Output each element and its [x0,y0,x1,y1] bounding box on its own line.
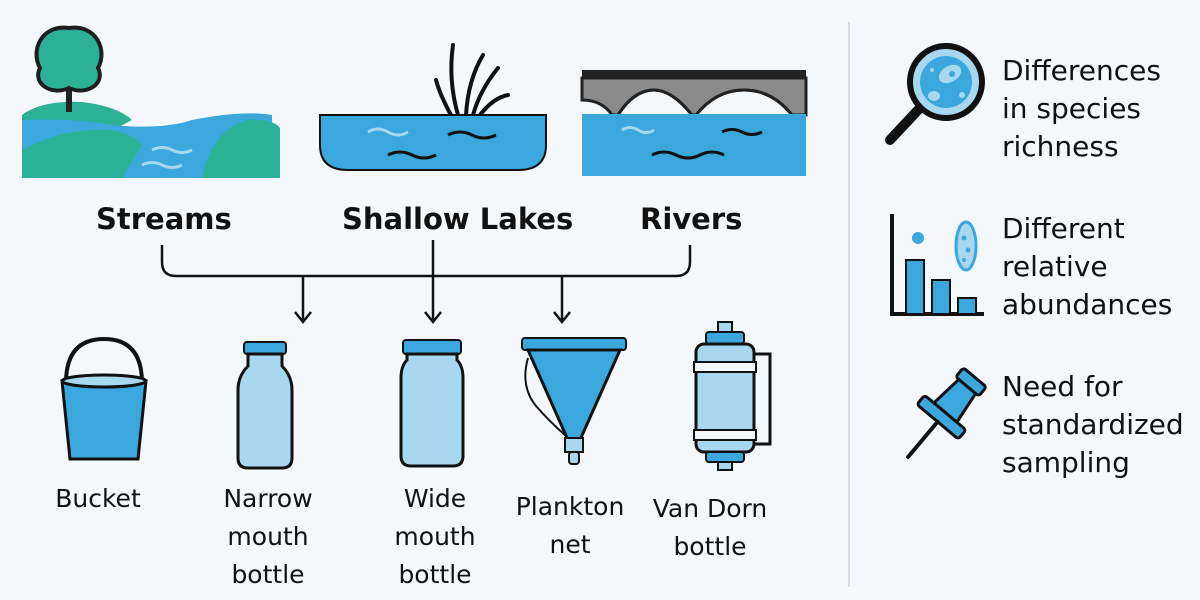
connector-line [160,245,692,278]
connector-arrow [553,276,571,325]
connector-arrow [424,276,442,325]
van-dorn-bottle-icon [693,321,772,471]
tool-label-bucket: Bucket [55,484,141,513]
env-label-shallow-lakes: Shallow Lakes [336,202,580,236]
narrow-mouth-bottle-icon [236,341,294,470]
bridge-icon [580,70,808,117]
pushpin-icon [906,367,987,460]
vertical-divider [848,22,850,587]
stream-illustration [22,25,280,178]
tool-label-plankton-net: Plankton net [515,492,625,559]
env-label-rivers: Rivers [634,202,749,236]
river-bridge-illustration [580,70,808,176]
magnifier-icon [885,43,985,145]
tree-icon [34,25,104,112]
lake-illustration [319,43,547,171]
tool-label-narrow-mouth-bottle: Narrow mouth bottle [223,484,313,589]
wide-mouth-bottle-icon [399,339,465,468]
bar-chart-icon [890,214,984,316]
issue-label-standardized-sampling: Need for standardized sampling [1002,370,1184,479]
tool-label-wide-mouth-bottle: Wide mouth bottle [394,484,476,589]
connector-arrow [294,276,312,325]
issue-label-species-richness: Differences in species richness [1002,54,1161,163]
tool-label-van-dorn-bottle: Van Dorn bottle [652,494,768,561]
connector-diagram [160,240,692,325]
env-label-streams: Streams [90,202,238,236]
reeds-icon [434,43,510,117]
plankton-net-icon [521,337,627,465]
bucket-icon [60,336,148,461]
issue-label-relative-abundances: Different relative abundances [1002,212,1173,321]
